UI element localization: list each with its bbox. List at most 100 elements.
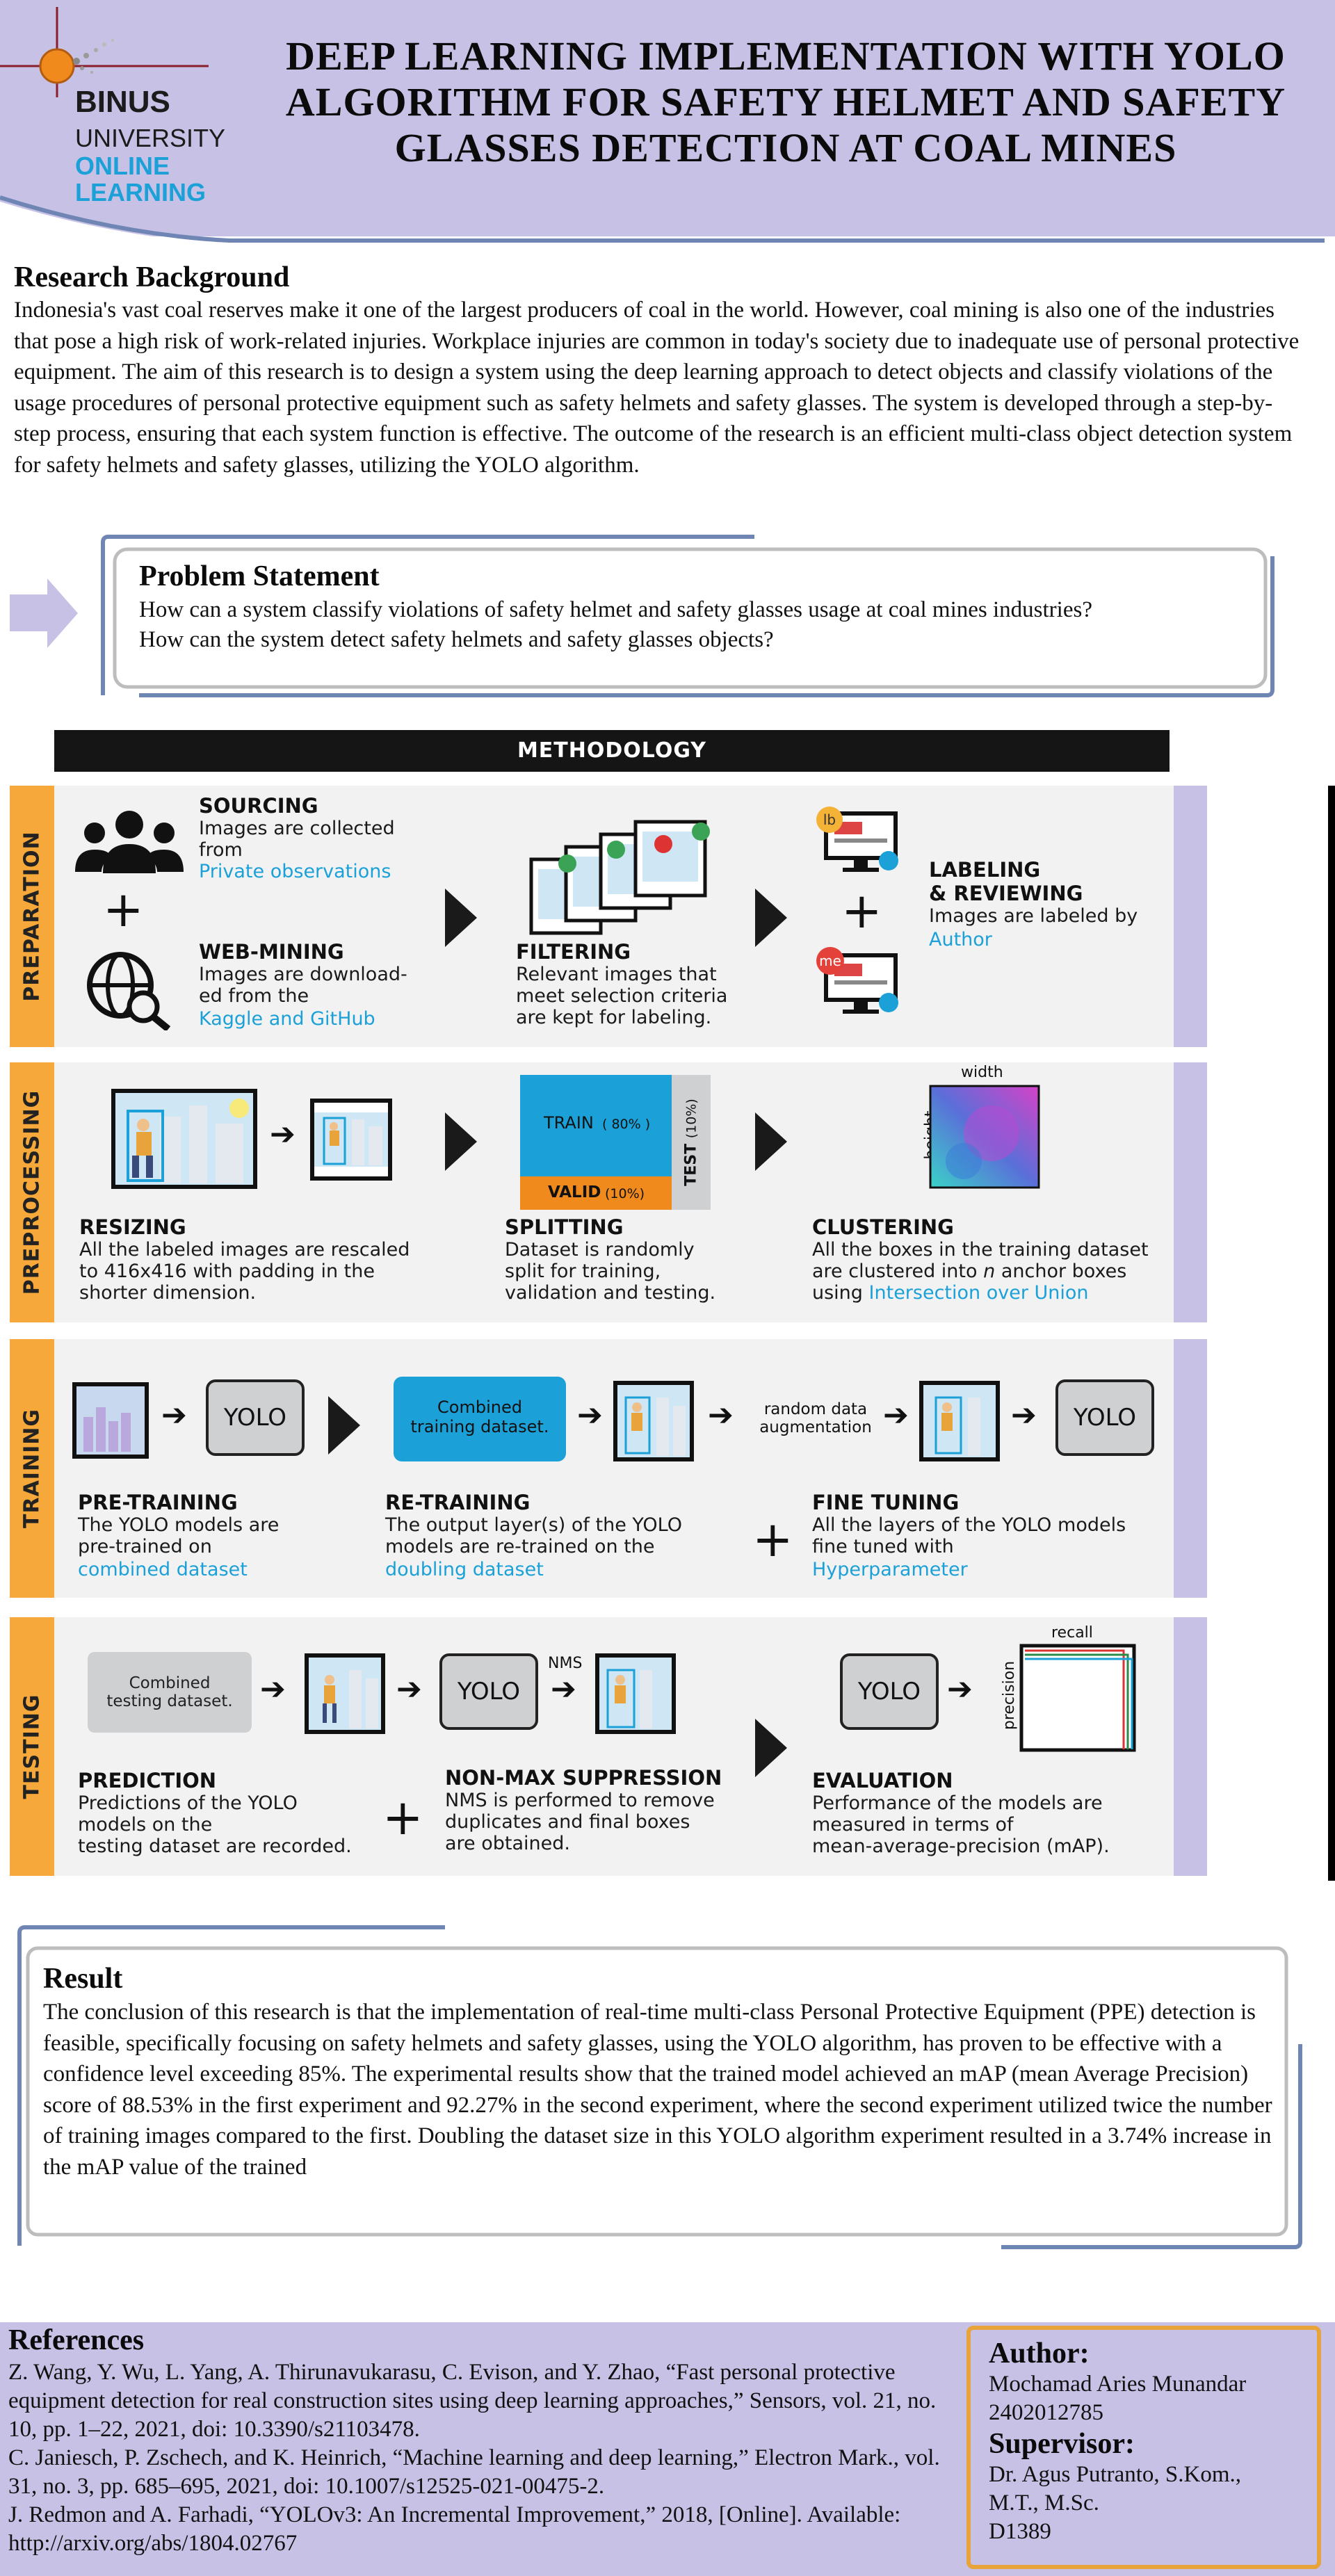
title-line: ALGORITHM FOR SAFETY HELMET AND SAFETY [285,79,1286,124]
reference-item: Z. Wang, Y. Wu, L. Yang, A. Thirunavukar… [8,2360,937,2442]
supervisor-name: M.T., M.Sc. [989,2490,1099,2516]
test-label: TEST (10%) [682,1099,700,1186]
stage-preprocessing: PREPROCESSING ➔ TRAIN ( 80% ) VALID (10%… [10,1062,1207,1322]
stage-preparation: PREPARATION + SOURCING Images are collec… [10,786,1207,1047]
pretraining-desc: pre-trained on [78,1536,212,1557]
title-line: DEEP LEARNING IMPLEMENTATION WITH YOLO [286,33,1286,79]
precision-recall-curves [1019,1644,1136,1752]
sourcing-title: SOURCING [199,794,318,818]
header-wave-divider [0,188,1335,245]
title-line: GLASSES DETECTION AT COAL MINES [394,125,1177,170]
methodology-heading: METHODOLOGY [54,730,1170,772]
yolo-model-box: YOLO [439,1653,538,1730]
logo-online: ONLINE [75,152,170,180]
resizing-desc: to 416x416 with padding in the [79,1261,375,1282]
train-split-bar: TRAIN ( 80% ) [520,1075,672,1176]
reference-item: C. Janiesch, P. Zschech, and K. Heinrich… [8,2445,940,2499]
flow-arrow-icon [328,1396,360,1455]
evaluation-desc: mean-average-precision (mAP). [812,1836,1110,1857]
recall-label: recall [1051,1624,1093,1642]
poster-title: DEEP LEARNING IMPLEMENTATION WITH YOLO A… [264,33,1307,171]
problem-question: How can the system detect safety helmets… [139,627,774,652]
resizing-title: RESIZING [79,1215,186,1239]
retraining-desc: The output layer(s) of the YOLO [385,1514,682,1536]
retrain-image-thumbnail [613,1381,694,1461]
stage-tab: PREPARATION [10,786,54,1047]
nms-label: NMS [548,1655,583,1672]
flow-arrow-icon [445,1112,477,1171]
logo-university: UNIVERSITY [75,124,226,152]
nms-title: NON-MAX SUPPRESSION [445,1766,722,1790]
sourcing-desc: Images are collected [199,818,395,839]
label-badge: lb [816,807,843,833]
webmining-link: Kaggle and GitHub [199,1008,375,1030]
retraining-title: RE-TRAINING [385,1491,531,1514]
pretraining-link: combined dataset [78,1559,248,1580]
result-frame [17,1925,1302,2249]
arrow-right-icon: ➔ [577,1398,603,1433]
people-group-icon [75,811,184,873]
plus-icon: + [841,882,882,939]
supervisor-label: Supervisor: [989,2428,1135,2460]
author-box: Author: Mochamad Aries Munandar 24020127… [966,2326,1321,2569]
test-image-thumbnail [305,1653,385,1734]
splitting-title: SPLITTING [505,1215,624,1239]
plus-icon: + [382,1789,423,1846]
binus-logo-mark [0,7,209,97]
webmining-desc: ed from the [199,985,309,1007]
author-label: Author: [989,2338,1090,2370]
arrow-right-icon: ➔ [161,1398,187,1433]
arrow-right-icon: ➔ [947,1671,973,1707]
clustering-desc: using Intersection over Union [812,1282,1089,1304]
nms-desc: duplicates and final boxes [445,1811,690,1833]
prediction-title: PREDICTION [78,1769,217,1792]
finetuning-link: Hyperparameter [812,1559,968,1580]
arrow-right-icon: ➔ [708,1398,734,1433]
arrow-right-icon: ➔ [260,1671,286,1707]
filtering-title: FILTERING [516,940,631,964]
flow-arrow-icon [755,889,787,947]
evaluation-title: EVALUATION [812,1769,953,1792]
sourcing-desc: from [199,839,243,861]
clustering-title: CLUSTERING [812,1215,954,1239]
logo-learning: LEARNING [75,178,206,206]
filtering-desc: Relevant images that [516,964,717,985]
flow-arrow-icon [445,889,477,947]
augmented-image-thumbnail [919,1381,1000,1461]
web-search-icon [87,952,171,1030]
stage-right-band [1174,786,1207,1047]
nms-desc: NMS is performed to remove [445,1790,715,1811]
plus-icon: + [103,881,144,938]
arrow-right-icon: ➔ [883,1398,909,1433]
filtering-desc: are kept for labeling. [516,1007,712,1028]
nms-desc: are obtained. [445,1833,570,1854]
cluster-scatter-plot [929,1085,1040,1189]
labeling-desc: Images are labeled by [929,905,1138,927]
nms-result-thumbnail [595,1653,676,1734]
author-id: 2402012785 [989,2400,1103,2425]
valid-label: VALID [548,1183,601,1201]
reference-item: J. Redmon and A. Farhadi, “YOLOv3: An In… [8,2502,901,2556]
poster-header: BINUS UNIVERSITY ONLINE LEARNING DEEP LE… [0,0,1335,236]
filtering-desc: meet selection criteria [516,985,728,1007]
supervisor-id: D1389 [989,2519,1051,2544]
references-title: References [8,2324,145,2356]
splitting-desc: Dataset is randomly [505,1239,695,1261]
valid-split-bar: VALID (10%) [520,1176,672,1210]
retraining-desc: models are re-trained on the [385,1536,655,1557]
labeling-title: LABELING [929,858,1041,882]
yolo-model-box: YOLO [1055,1379,1154,1456]
original-image-thumbnail [111,1089,257,1189]
sourcing-link: Private observations [199,861,391,882]
stage-right-band [1174,1617,1207,1876]
train-percent: ( 80% ) [602,1117,651,1132]
arrow-right-icon: ➔ [396,1671,422,1707]
stage-tab: TRAINING [10,1339,54,1598]
references-list: Z. Wang, Y. Wu, L. Yang, A. Thirunavukar… [8,2358,968,2558]
finetuning-desc: fine tuned with [812,1536,954,1557]
yolo-model-box: YOLO [206,1379,305,1456]
problem-title: Problem Statement [139,560,380,592]
reviewing-title: & REVIEWING [929,882,1083,905]
finetuning-desc: All the layers of the YOLO models [812,1514,1126,1536]
